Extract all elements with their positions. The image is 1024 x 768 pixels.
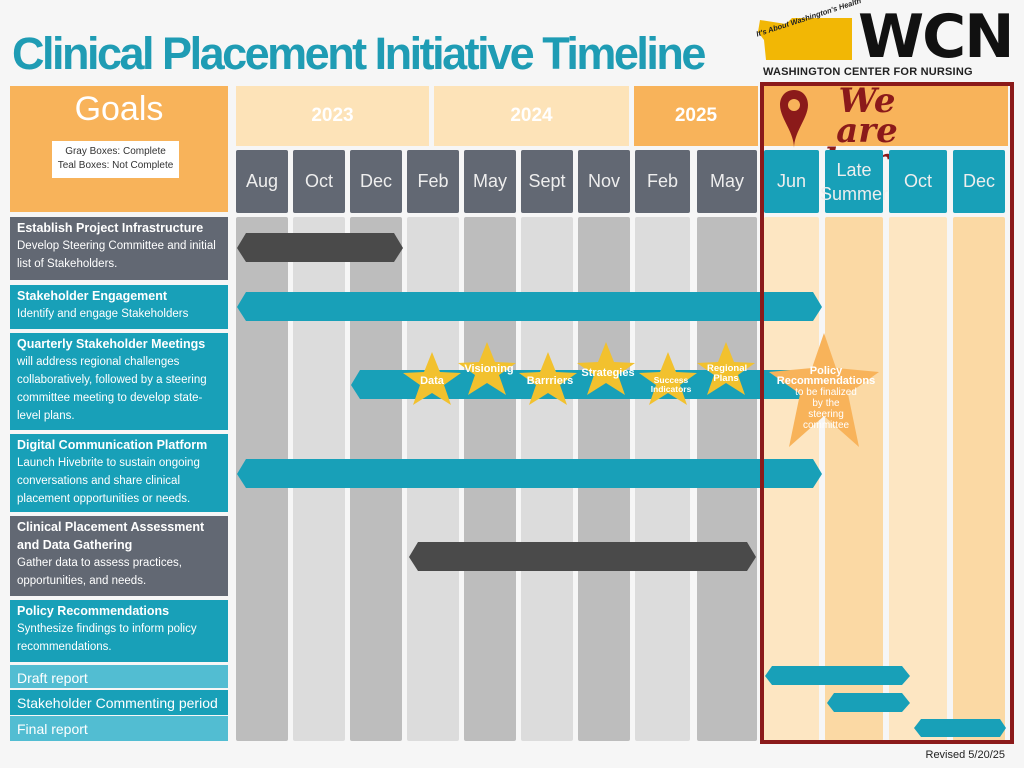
month-dec-2025: Dec [953, 150, 1005, 213]
bar-quarterly-meetings [351, 370, 822, 399]
policy-star-title: Policy Recommendations [776, 365, 876, 387]
logo-subtitle: WASHINGTON CENTER FOR NURSING [763, 66, 973, 78]
legend-not-complete: Teal Boxes: Not Complete [57, 160, 174, 171]
goal-desc: Gather data to assess practices, opportu… [17, 557, 182, 587]
page-title: Clinical Placement Initiative Timeline [12, 28, 706, 79]
star-label-policy: Policy Recommendations to be finalized b… [771, 365, 881, 432]
star-strategies [577, 342, 635, 395]
year-2023: 2023 [236, 86, 429, 146]
star-label-regional-plans: Regional Plans [707, 363, 748, 384]
revised-date: Revised 5/20/25 [925, 749, 1006, 761]
star-policy-recommendations [769, 333, 879, 447]
month-sept-2024: Sept [521, 150, 573, 213]
column-dec-2025 [953, 217, 1005, 741]
goal-desc: Synthesize findings to inform policy rec… [17, 623, 197, 653]
month-may-2024: May [464, 150, 516, 213]
goal-project-infrastructure: Establish Project Infrastructure Develop… [10, 217, 228, 280]
star-label-strategies: Strategies [581, 367, 635, 379]
goals-header: Goals [74, 90, 164, 128]
month-jun-2025: Jun [764, 150, 819, 213]
goal-desc: Develop Steering Committee and initial l… [17, 240, 216, 270]
we-are-here-line1: We are [836, 81, 898, 151]
star-label-success-indicators: Success Indicators [650, 375, 692, 394]
legend: Gray Boxes: Complete Teal Boxes: Not Com… [52, 141, 179, 178]
column-oct-2025 [889, 217, 947, 741]
month-feb-2024: Feb [407, 150, 459, 213]
goal-title: Policy Recommendations [17, 604, 170, 618]
month-nov-2024: Nov [578, 150, 630, 213]
month-aug-2023: Aug [236, 150, 288, 213]
goal-desc: Identify and engage Stakeholders [17, 308, 189, 320]
column-late-summer-2025 [825, 217, 883, 741]
bar-assessment-data [409, 542, 756, 571]
goal-digital-platform: Digital Communication Platform Launch Hi… [10, 434, 228, 512]
year-2024: 2024 [434, 86, 629, 146]
goal-title: Clinical Placement Assessment and Data G… [17, 520, 205, 552]
goal-desc: Launch Hivebrite to sustain ongoing conv… [17, 457, 200, 505]
legend-complete: Gray Boxes: Complete [65, 146, 166, 157]
washington-state-icon [758, 18, 852, 60]
bar-stakeholder-engagement [237, 292, 822, 321]
month-late-summer-2025: Late Summer [820, 150, 888, 213]
we-are-here-frame [760, 82, 1014, 744]
star-data [403, 352, 461, 405]
bar-project-infrastructure [237, 233, 403, 262]
subgoal-commenting-period: Stakeholder Commenting period [10, 690, 228, 715]
subgoal-draft-report: Draft report [10, 665, 228, 688]
goal-quarterly-meetings: Quarterly Stakeholder Meetings will addr… [10, 333, 228, 430]
late-summer-line1: Late [836, 159, 872, 180]
logo-wordmark: WCN [858, 2, 1014, 72]
star-label-data: Data [420, 375, 444, 387]
star-label-visioning: Visioning [464, 363, 514, 375]
goal-title: Digital Communication Platform [17, 438, 208, 452]
star-regional-plans [697, 342, 755, 395]
goal-desc: will address regional challenges collabo… [17, 356, 207, 422]
month-may-2025: May [697, 150, 757, 213]
month-oct-2023: Oct [293, 150, 345, 213]
month-oct-2025: Oct [889, 150, 947, 213]
policy-star-desc: to be finalized by the steering committe… [795, 387, 857, 431]
bar-commenting-period [827, 693, 910, 712]
month-feb-2025: Feb [635, 150, 690, 213]
goal-policy-recommendations: Policy Recommendations Synthesize findin… [10, 600, 228, 662]
bar-digital-platform [237, 459, 822, 488]
star-visioning [458, 342, 516, 395]
late-summer-line2: Summer [820, 183, 889, 204]
goal-assessment-data: Clinical Placement Assessment and Data G… [10, 516, 228, 596]
location-pin-icon [780, 90, 808, 148]
star-label-barriers: Barrriers [526, 375, 574, 387]
star-success-indicators [639, 352, 697, 405]
star-barriers [519, 352, 577, 405]
goal-title: Stakeholder Engagement [17, 289, 168, 303]
goal-stakeholder-engagement: Stakeholder Engagement Identify and enga… [10, 285, 228, 329]
bar-final-report [914, 719, 1006, 737]
year-2025: 2025 [634, 86, 758, 146]
subgoal-final-report: Final report [10, 716, 228, 741]
bar-draft-report [765, 666, 910, 685]
month-dec-2023: Dec [350, 150, 402, 213]
goal-title: Quarterly Stakeholder Meetings [17, 337, 206, 351]
goal-title: Establish Project Infrastructure [17, 221, 204, 235]
